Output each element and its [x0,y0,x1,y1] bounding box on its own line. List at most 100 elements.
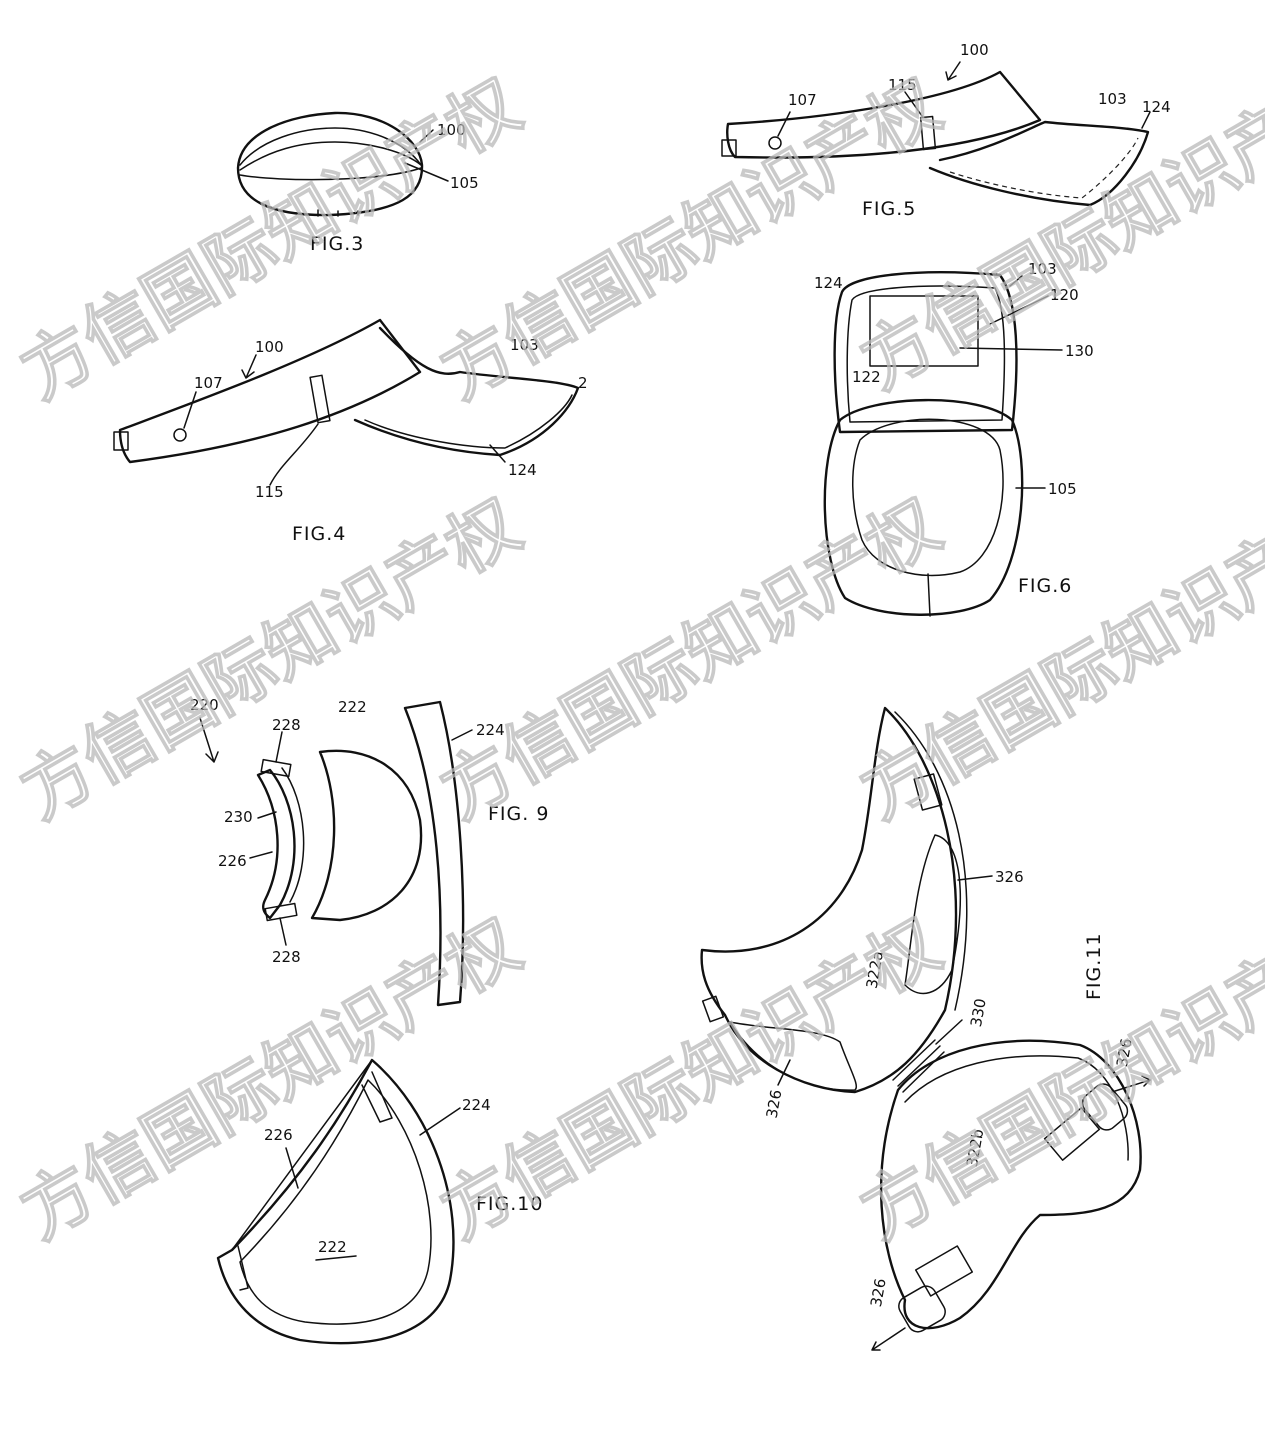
fig6-band-seam [927,573,931,617]
fig9-leader-226 [249,851,273,859]
fig5-label-103: 103 [1098,90,1127,108]
fig11-label-330: 330 [967,997,990,1028]
fig4-headband [118,318,422,464]
fig11-clip-top [913,773,943,811]
fig5-leader-115 [904,91,923,117]
fig4-slot [309,374,331,424]
fig5-label-107: 107 [788,91,817,109]
fig10-outer-224 [216,1058,455,1345]
fig4-label-103: 103 [510,336,539,354]
fig-5: 100 107 115 103 124 FIG.5 [721,41,1171,220]
fig11-label-326-right: 326 [1113,1037,1136,1068]
fig5-snap-button [768,136,782,150]
fig3-label-100: 100 [437,121,466,139]
fig3-crown-line [239,127,422,166]
fig10-clip-top [361,1071,393,1123]
fig9-leader-228b [279,917,287,946]
fig10-clip-bottom [237,1245,249,1291]
fig11-upper-half-322a [700,706,958,1094]
fig5-label-124: 124 [1142,98,1171,116]
fig6-brim-inner [846,285,1006,423]
fig6-label-124: 124 [814,274,843,292]
fig9-label-228-top: 228 [272,716,301,734]
fig4-snap-button [173,428,187,442]
fig9-clip-bottom [264,902,298,922]
fig5-strap-end [721,139,737,157]
fig3-leader-100 [419,129,434,143]
fig11-leader-330 [935,1019,963,1045]
fig3-leader-105 [404,162,449,182]
fig6-leader-120 [989,295,1049,325]
fig10-caption: FIG.10 [476,1193,543,1215]
fig3-visor-outline [236,111,424,217]
fig10-underline-222 [315,1255,357,1261]
fig-9: 220 228 222 224 230 226 228 FIG. 9 [190,696,549,1007]
fig6-band-inner [851,418,1004,577]
fig9-label-224: 224 [476,721,505,739]
fig9-label-230: 230 [224,808,253,826]
fig9-caption: FIG. 9 [488,803,549,825]
fig5-arrow-100 [945,61,961,81]
fig4-leader-115 [269,423,319,486]
fig5-brim-stitch [949,137,1139,199]
fig3-crown-line-2 [239,141,422,171]
fig11-lower-half-322b [879,1039,1142,1330]
fig4-label-115: 115 [255,483,284,501]
fig5-headband [726,70,1042,159]
fig11-loop-right [1081,1083,1129,1131]
fig4-label-124: 124 [508,461,537,479]
fig6-band-outer [823,398,1024,616]
fig9-label-228-bottom: 228 [272,948,301,966]
fig10-label-226: 226 [264,1126,293,1144]
fig9-leader-230 [257,811,277,819]
fig9-arrow-220 [199,717,219,763]
fig9-label-222: 222 [338,698,367,716]
fig3-band-notch [317,209,359,217]
fig4-label-100: 100 [255,338,284,356]
fig10-leader-226 [285,1147,299,1189]
fig11-leader-326b [777,1059,791,1086]
fig11-arrow-right [1111,1075,1151,1093]
fig4-strap-end [113,431,129,451]
fig11-upper-edge [894,711,968,1011]
fig-11: 326 322a 330 326 326 322b 326 FIG.11 [700,706,1151,1351]
fig6-caption: FIG.6 [1018,575,1072,597]
fig5-leader-124 [1141,111,1151,129]
fig5-label-115: 115 [888,76,917,94]
fig10-frame-226 [231,1059,373,1251]
fig9-leader-228a [275,731,283,763]
fig9-label-220: 220 [190,696,219,714]
fig9-leader-224 [451,729,473,741]
fig9-pad-222 [310,749,423,922]
fig4-leader-124 [489,444,506,463]
fig9-strip-224 [403,700,465,1007]
fig4-arrow-100 [241,354,257,379]
fig6-leader-103 [1009,275,1023,287]
fig5-leader-107 [777,111,791,137]
fig11-label-326-top: 326 [995,868,1024,886]
fig10-inner-222 [239,1079,432,1325]
fig10-label-222: 222 [318,1238,347,1256]
fig9-frame-inner [281,767,305,903]
fig-10: 226 224 222 FIG.10 [216,1058,543,1345]
fig11-clip-left [701,995,725,1023]
fig5-label-100: 100 [960,41,989,59]
fig6-label-122: 122 [852,368,881,386]
fig-4: 100 107 103 2 115 124 FIG.4 [113,318,588,545]
fig11-buckle-right [1043,1107,1101,1161]
fig6-label-103: 103 [1028,260,1057,278]
fig11-loop-left [898,1285,946,1333]
fig9-label-226: 226 [218,852,247,870]
fig11-buckle-left [914,1245,974,1297]
fig3-caption: FIG.3 [310,233,364,255]
fig5-caption: FIG.5 [862,198,916,220]
fig4-caption: FIG.4 [292,523,346,545]
fig6-label-120: 120 [1050,286,1079,304]
fig4-brim-inner [364,394,573,449]
fig4-brim [353,326,580,457]
fig6-display-panel [869,295,979,367]
watermark-layer: 方信国际知识产权 方信国际知识产权 方信国际知识产权 方信国际知识产权 方信国际… [7,53,1265,1255]
fig5-slot [919,115,937,151]
